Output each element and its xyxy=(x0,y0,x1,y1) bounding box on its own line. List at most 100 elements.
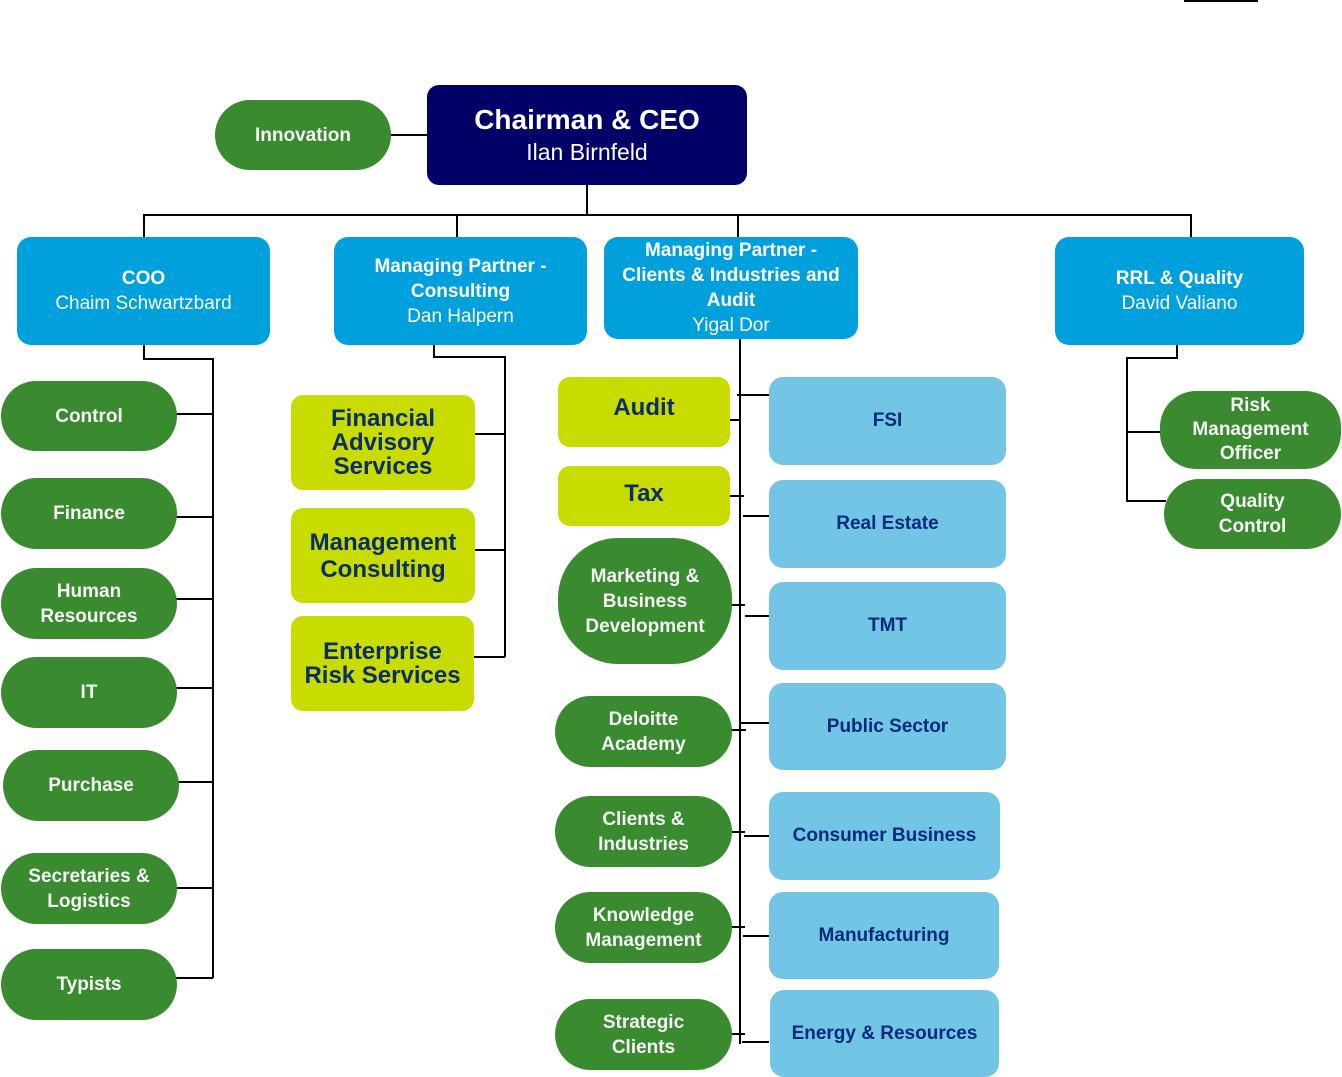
connector-rrl-down xyxy=(1176,344,1178,358)
unit-label: Financial Advisory Services xyxy=(330,404,436,480)
unit-label: Strategic Clients xyxy=(602,1011,685,1058)
connector-rrl-tick xyxy=(1126,500,1166,502)
connector-consulting-down xyxy=(433,344,435,357)
ceo-box[interactable]: Chairman & CEO Ilan Birnfeld xyxy=(427,85,747,185)
consulting-unit[interactable]: Enterprise Risk Services xyxy=(291,616,474,711)
coo-unit[interactable]: Human Resources xyxy=(1,568,177,639)
unit-label: Manufacturing xyxy=(818,924,950,946)
connector-audit-tick-right xyxy=(740,722,769,724)
unit-label: Consumer Business xyxy=(792,825,977,846)
coo-unit[interactable]: Control xyxy=(1,381,177,451)
connector-rrl-elbow xyxy=(1126,357,1178,359)
industry-box[interactable]: Consumer Business xyxy=(769,792,1000,880)
audit-support-unit[interactable]: Deloitte Academy xyxy=(555,696,732,767)
connector-audit-tick-right xyxy=(745,615,769,617)
connector-audit-tick-right xyxy=(743,935,769,937)
leader-title: RRL & Quality xyxy=(1115,268,1244,289)
connector-coo-tick xyxy=(176,887,213,889)
connector-audit-tick-right xyxy=(737,394,769,396)
leader-box-rrl[interactable]: RRL & Quality David Valiano xyxy=(1055,237,1304,345)
connector-consulting-elbow xyxy=(433,356,506,358)
connector-consulting-spine xyxy=(504,356,506,657)
unit-label: Management Consulting xyxy=(309,528,457,583)
ceo-title: Chairman & CEO xyxy=(474,104,700,135)
connector-top-bus xyxy=(143,214,1192,216)
connector-coo-tick xyxy=(176,516,213,518)
consulting-unit[interactable]: Financial Advisory Services xyxy=(291,395,475,490)
rrl-unit[interactable]: Quality Control xyxy=(1164,479,1341,549)
connector-rrl-tick xyxy=(1126,431,1162,433)
service-line[interactable]: Audit xyxy=(558,377,730,447)
connector-audit-tick-right xyxy=(744,835,769,837)
industry-box[interactable]: FSI xyxy=(769,377,1006,465)
unit-label: Typists xyxy=(56,974,122,995)
unit-label: Human Resources xyxy=(40,580,138,627)
innovation-label: Innovation xyxy=(254,124,352,146)
connector-audit-tick-left xyxy=(731,1033,745,1035)
connector-coo-tick xyxy=(176,687,213,689)
leader-box-coo[interactable]: COO Chaim Schwartzbard xyxy=(17,237,270,345)
leader-box-consulting[interactable]: Managing Partner - Consulting Dan Halper… xyxy=(334,237,587,345)
coo-unit[interactable]: Purchase xyxy=(3,750,179,821)
coo-unit[interactable]: Typists xyxy=(1,949,177,1020)
industry-box[interactable]: Public Sector xyxy=(769,683,1006,770)
connector-innovation-ceo xyxy=(390,134,428,136)
connector-audit-up xyxy=(737,214,739,238)
unit-label: Secretaries & Logistics xyxy=(28,865,150,912)
coo-unit[interactable]: Finance xyxy=(1,478,177,549)
top-edge-mark xyxy=(1184,0,1258,2)
unit-label: Marketing & Business Development xyxy=(585,565,705,637)
connector-audit-tick-left xyxy=(725,419,740,421)
connector-consulting-tick xyxy=(474,433,505,435)
industry-box[interactable]: Energy & Resources xyxy=(770,990,999,1077)
connector-audit-tick-right xyxy=(743,515,769,517)
leader-name: David Valiano xyxy=(1121,293,1238,314)
unit-label: TMT xyxy=(867,615,908,636)
audit-support-unit[interactable]: Clients & Industries xyxy=(555,796,732,867)
unit-label: Public Sector xyxy=(826,715,949,737)
connector-coo-up xyxy=(143,214,145,238)
connector-audit-tick-right xyxy=(742,1041,769,1043)
coo-unit[interactable]: Secretaries & Logistics xyxy=(1,853,177,924)
connector-rrl-up xyxy=(1190,214,1192,238)
coo-unit[interactable]: IT xyxy=(1,657,177,728)
unit-label: Deloitte Academy xyxy=(601,708,686,755)
unit-label: Energy & Resources xyxy=(791,1022,978,1044)
unit-label: Quality Control xyxy=(1218,491,1287,537)
audit-support-unit[interactable]: Strategic Clients xyxy=(555,999,732,1070)
connector-consulting-tick xyxy=(474,656,505,658)
industry-box[interactable]: Real Estate xyxy=(769,480,1006,568)
connector-coo-tick xyxy=(176,598,213,600)
unit-label: Purchase xyxy=(48,775,134,796)
connector-ceo-down xyxy=(586,184,588,215)
connector-coo-tick xyxy=(176,413,213,415)
connector-audit-tick-left xyxy=(730,495,744,497)
unit-label: IT xyxy=(80,682,98,703)
leader-name: Yigal Dor xyxy=(692,315,770,336)
leader-box-clients-audit[interactable]: Managing Partner - Clients & Industries … xyxy=(604,237,858,339)
unit-label: Clients & Industries xyxy=(598,808,689,855)
connector-coo-spine xyxy=(212,358,214,978)
unit-label: FSI xyxy=(872,410,903,431)
connector-audit-tick-left xyxy=(731,729,746,731)
leader-title: Managing Partner - Consulting xyxy=(374,255,547,302)
rrl-unit[interactable]: Risk Management Officer xyxy=(1160,391,1341,469)
connector-coo-tick xyxy=(176,977,213,979)
connector-rrl-spine xyxy=(1126,357,1128,502)
ceo-name: Ilan Birnfeld xyxy=(526,139,648,165)
unit-label: Audit xyxy=(613,394,675,421)
audit-support-unit[interactable]: Marketing & Business Development xyxy=(558,538,732,664)
innovation-box[interactable]: Innovation xyxy=(215,100,391,170)
audit-support-unit[interactable]: Knowledge Management xyxy=(555,892,732,963)
connector-consulting-up xyxy=(456,214,458,238)
industry-box[interactable]: Manufacturing xyxy=(769,892,999,979)
industry-box[interactable]: TMT xyxy=(769,582,1006,670)
connector-audit-tick-left xyxy=(731,926,745,928)
unit-label: Tax xyxy=(624,480,664,507)
service-line[interactable]: Tax xyxy=(558,466,730,526)
connector-audit-tick-left xyxy=(731,604,745,606)
unit-label: Enterprise Risk Services xyxy=(304,637,461,689)
leader-title: COO xyxy=(121,268,166,289)
consulting-unit[interactable]: Management Consulting xyxy=(291,508,475,603)
leader-name: Dan Halpern xyxy=(407,305,514,327)
